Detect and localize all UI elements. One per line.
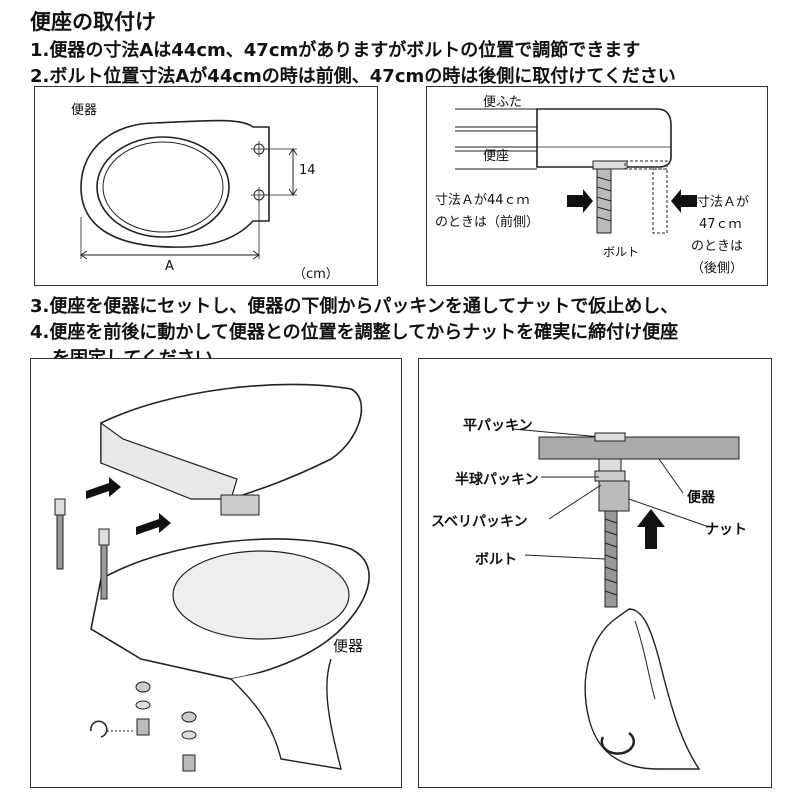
seat-installation-diagram: 便器 — [30, 358, 402, 788]
dimension-14-label: 14 — [299, 163, 316, 178]
bolt-position-drawing — [455, 108, 697, 234]
seat-label: 便座 — [483, 149, 510, 164]
bolt-cross-section-diagram: 平パッキン 半球パッキン スベリパッキン ボルト 便器 ナット — [418, 358, 772, 788]
rear-position-label-2: 47ｃｍ — [699, 217, 742, 232]
page-title: 便座の取付け — [30, 10, 156, 34]
bolt-cross-section-drawing — [512, 428, 740, 770]
instruction-step-4: 4.便座を前後に動かして便器との位置を調整してからナットを確実に締付け便座 — [30, 322, 679, 343]
unit-label: （cm） — [293, 267, 339, 282]
instruction-step-3: 3.便座を便器にセットし、便器の下側からパッキンを通してナットで仮止めし、 — [30, 296, 679, 317]
flat-packing-label: 平パッキン — [463, 418, 533, 434]
instruction-step-2: 2.ボルト位置寸法Aが44cmの時は前側、47cmの時は後側に取付けてください — [30, 66, 676, 87]
bolt-label: ボルト — [475, 552, 517, 568]
bolt-label: ボルト — [603, 245, 640, 259]
toilet-top-view-drawing — [80, 119, 298, 260]
bolt-position-diagram: 便ふた 便座 寸法Ａが44ｃｍ のときは（前側） ボルト 寸法Ａが 47ｃｍ の… — [426, 86, 768, 286]
hemispherical-packing-label: 半球パッキン — [455, 472, 539, 488]
nut-label: ナット — [705, 522, 747, 538]
front-position-label-1: 寸法Ａが44ｃｍ — [435, 193, 530, 208]
front-position-label-2: のときは（前側） — [435, 215, 540, 230]
rear-position-label-4: （後側） — [691, 261, 744, 276]
seat-assembly-drawing — [54, 383, 370, 772]
dimension-a-label: A — [165, 259, 174, 274]
instruction-step-1: 1.便器の寸法Aは44cm、47cmがありますがボルトの位置で調節できます — [30, 40, 641, 61]
toilet-dimension-diagram: 便器 14 A （cm） — [34, 86, 378, 286]
toilet-label: 便器 — [687, 490, 715, 506]
toilet-label: 便器 — [71, 103, 98, 118]
toilet-label: 便器 — [333, 637, 364, 655]
lid-label: 便ふた — [483, 95, 523, 110]
rear-position-label-1: 寸法Ａが — [697, 195, 750, 210]
slide-packing-label: スベリパッキン — [431, 514, 528, 530]
rear-position-label-3: のときは — [691, 239, 744, 254]
